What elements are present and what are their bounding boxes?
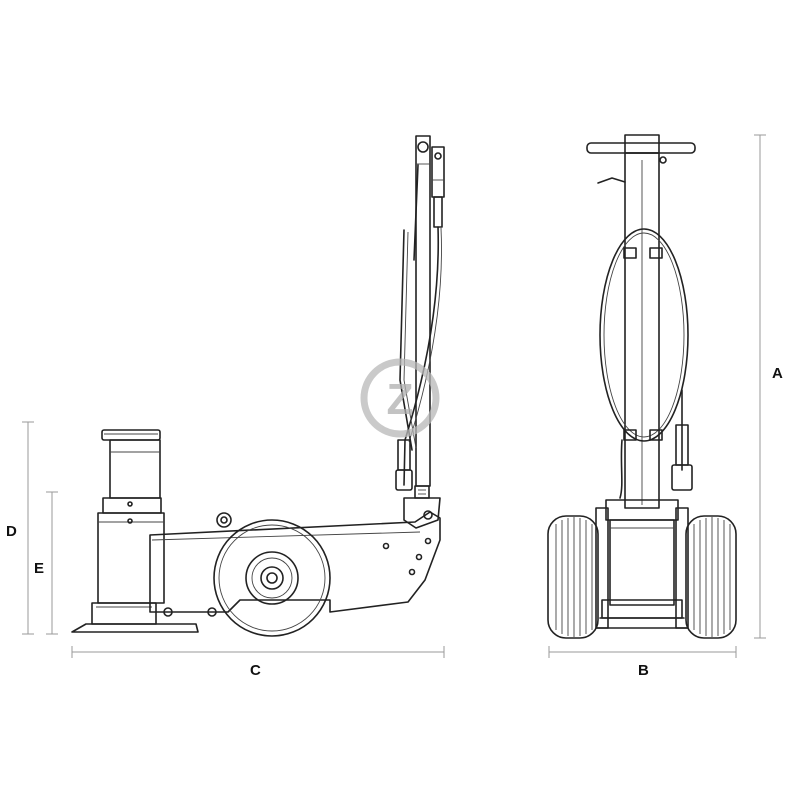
side-view [71, 135, 445, 637]
dimension-label-c: C [250, 662, 261, 679]
dimension-label-e: E [34, 560, 45, 577]
watermark-text: Z [387, 375, 414, 424]
watermark-logo: Z [360, 358, 440, 438]
dimension-label-d: D [6, 523, 17, 540]
front-view [547, 134, 737, 639]
dimension-label-b: B [638, 662, 649, 679]
dimension-lines [22, 134, 766, 658]
dimension-label-a: A [772, 365, 783, 382]
